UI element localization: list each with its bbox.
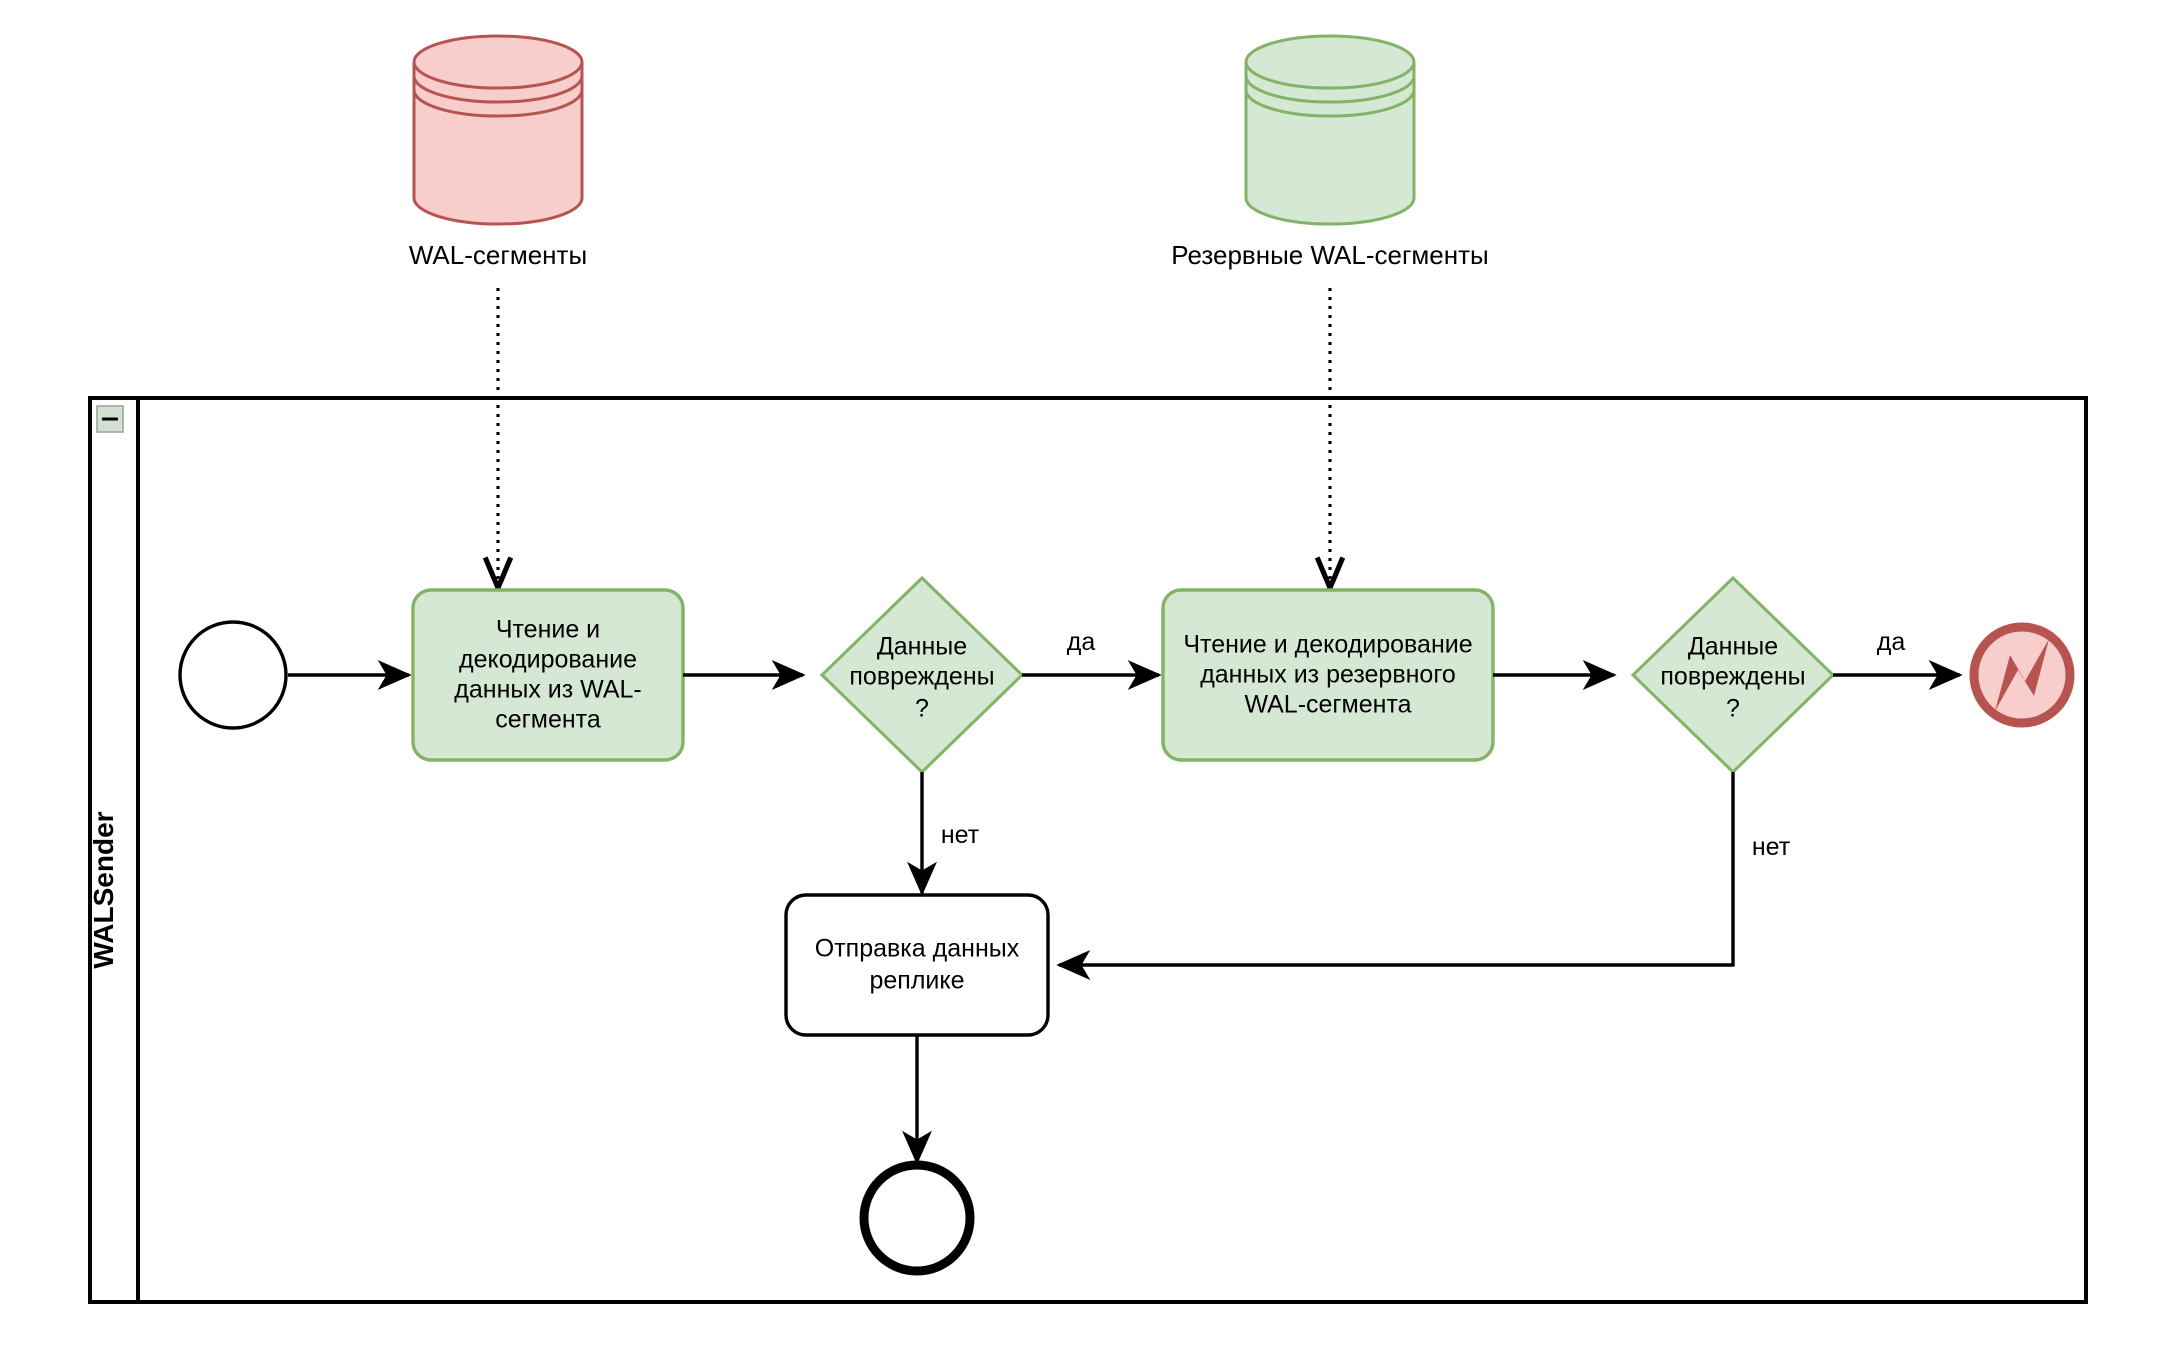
task-send-line-2: реплике xyxy=(869,967,964,995)
edge-label-yes-1: да xyxy=(1067,628,1096,656)
gateway1-line-2: повреждены xyxy=(849,663,994,691)
task-read-wal-line-3: данных из WAL- xyxy=(454,676,641,704)
task-send-line-1: Отправка данных xyxy=(815,935,1020,963)
cylinder-ring-2 xyxy=(412,89,584,118)
gateway-corrupt-1[interactable]: Данные повреждены ? xyxy=(819,575,1025,775)
task-read-wal-line-1: Чтение и xyxy=(496,616,600,644)
pool-frame xyxy=(88,396,2088,1304)
data-store-wal-segments[interactable]: WAL-сегменты xyxy=(409,34,587,270)
error-bolt-icon xyxy=(1995,639,2049,711)
task-send-to-replica[interactable]: Отправка данных реплике xyxy=(784,893,1050,1037)
task-read-backup-line-1: Чтение и декодирование xyxy=(1183,631,1472,659)
gateway2-line-1: Данные xyxy=(1688,633,1778,661)
edge-label-no-2: нет xyxy=(1752,833,1791,861)
gateway1-line-3: ? xyxy=(915,695,929,723)
task-read-backup-line-2: данных из резервного xyxy=(1200,661,1456,689)
edge-label-yes-2: да xyxy=(1877,628,1906,656)
cylinder-top-ring xyxy=(412,61,584,90)
data-store-label-wal: WAL-сегменты xyxy=(409,240,587,270)
pool-title: WALSender xyxy=(88,811,119,968)
start-event[interactable] xyxy=(178,620,288,730)
pool-collapse-button[interactable] xyxy=(96,405,124,433)
gateway-corrupt-2[interactable]: Данные повреждены ? xyxy=(1630,575,1836,775)
edge-label-no-1: нет xyxy=(941,821,980,849)
cylinder-ring-1 xyxy=(1244,75,1416,104)
end-event[interactable] xyxy=(859,1160,975,1276)
task-read-wal-line-2: декодирование xyxy=(459,646,637,674)
task-send-to-replica-box xyxy=(784,893,1050,1037)
cylinder-top-ring xyxy=(1244,61,1416,90)
task-read-backup-wal[interactable]: Чтение и декодирование данных из резервн… xyxy=(1161,588,1495,762)
task-read-wal[interactable]: Чтение и декодирование данных из WAL- се… xyxy=(411,588,685,762)
gateway1-line-1: Данные xyxy=(877,633,967,661)
gateway2-line-2: повреждены xyxy=(1660,663,1805,691)
data-store-backup-wal-segments[interactable]: Резервные WAL-сегменты xyxy=(1171,34,1489,270)
cylinder-body xyxy=(1244,34,1416,226)
error-end-event-circle xyxy=(1969,622,2075,728)
cylinder-ring-1 xyxy=(412,75,584,104)
task-read-wal-line-4: сегмента xyxy=(495,706,601,734)
cylinder-body xyxy=(412,34,584,226)
task-read-backup-line-3: WAL-сегмента xyxy=(1244,691,1411,719)
pool-walsender[interactable]: WALSender xyxy=(88,396,2088,1304)
cylinder-ring-2 xyxy=(1244,89,1416,118)
data-store-label-backup-wal: Резервные WAL-сегменты xyxy=(1171,240,1488,270)
error-end-event[interactable] xyxy=(1969,622,2075,728)
flow-gateway2-no xyxy=(1056,772,1735,980)
gateway2-line-3: ? xyxy=(1726,695,1740,723)
